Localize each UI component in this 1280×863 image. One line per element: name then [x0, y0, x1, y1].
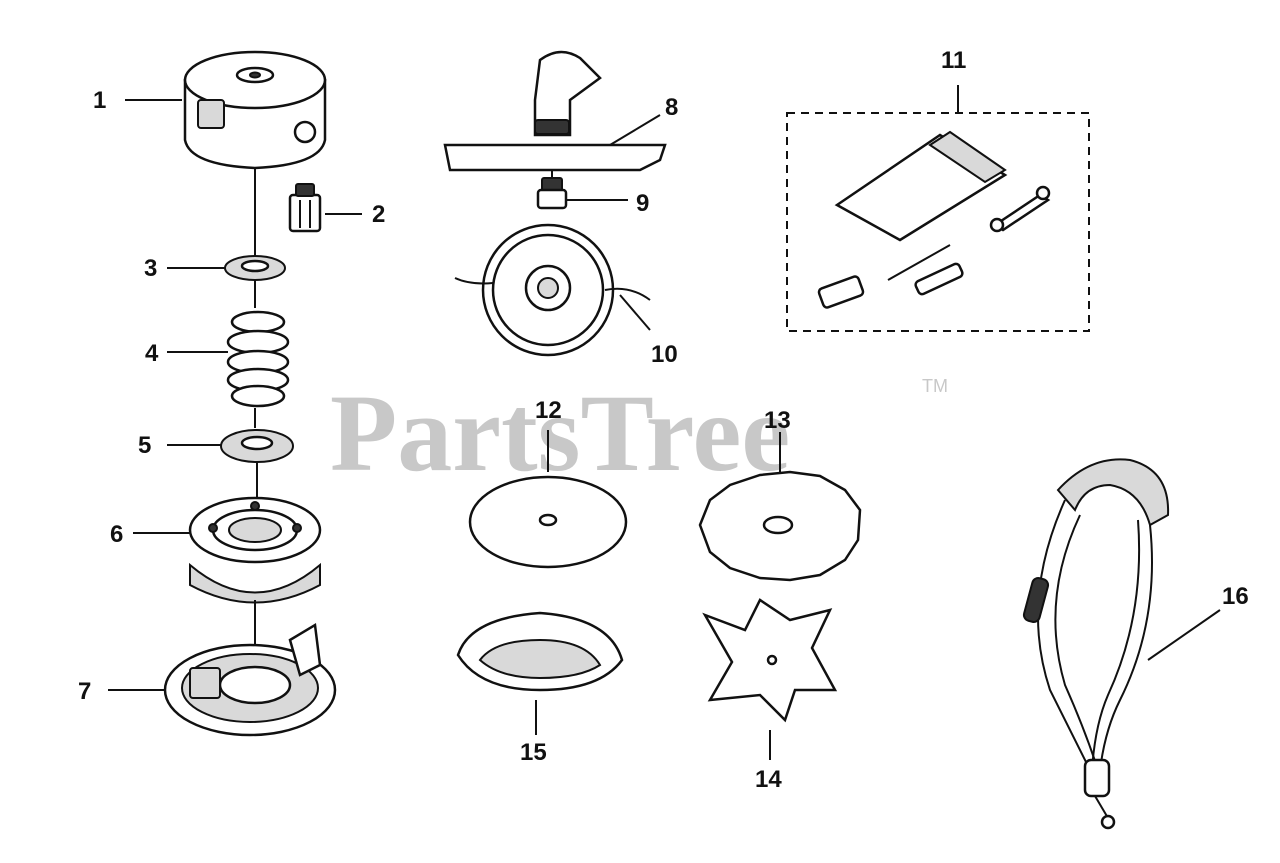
- part-7-base: [163, 622, 337, 737]
- callout-1: 1: [93, 87, 106, 114]
- part-2-nut: [288, 183, 322, 233]
- part-9-bolt: [536, 177, 568, 210]
- callout-5: 5: [138, 432, 151, 459]
- callout-9: 9: [636, 190, 649, 217]
- callout-15: 15: [520, 739, 547, 766]
- callout-14: 14: [755, 766, 782, 793]
- part-15-guard: [456, 611, 624, 735]
- watermark-trademark: TM: [922, 376, 948, 396]
- part-4-spring: [226, 310, 290, 428]
- callout-3: 3: [144, 255, 157, 282]
- part-3-washer: [224, 255, 286, 308]
- callout-11: 11: [941, 47, 966, 74]
- part-13-saw-blade: [698, 432, 862, 582]
- callout-13: 13: [764, 407, 791, 434]
- callout-4: 4: [145, 340, 159, 367]
- part-14-four-tooth-blade: [702, 598, 838, 760]
- callout-7: 7: [78, 678, 91, 705]
- part-6-spool: [188, 496, 322, 650]
- callout-10: 10: [651, 341, 678, 368]
- callout-2: 2: [372, 201, 385, 228]
- leader-lines: [108, 99, 661, 691]
- callout-16: 16: [1222, 583, 1249, 610]
- part-1-head-cover: [183, 50, 327, 258]
- callout-8: 8: [665, 94, 678, 121]
- part-10-line-head: [454, 223, 651, 357]
- callout-12: 12: [535, 397, 562, 424]
- part-16-harness: [1022, 458, 1221, 830]
- part-8-shield: [443, 50, 667, 185]
- callout-6: 6: [110, 521, 123, 548]
- part-5-washer: [220, 429, 294, 500]
- watermark-text: PartsTree: [330, 372, 790, 494]
- part-11-tool-kit: [786, 85, 1090, 332]
- part-12-brush-blade: [468, 430, 628, 569]
